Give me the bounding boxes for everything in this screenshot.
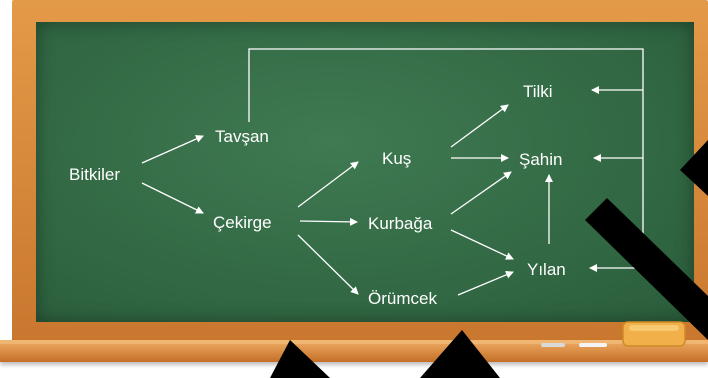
chalk-ledge-top	[0, 340, 708, 346]
edge-kus-tilki	[450, 104, 509, 148]
chalk-eraser-top	[629, 325, 679, 331]
watermark-stripe-4	[420, 330, 500, 378]
edge-tavsan-bracket	[248, 48, 644, 268]
edge-bitkiler-cekirge	[141, 182, 204, 214]
watermark-stripe-1	[585, 198, 708, 340]
edges-group	[141, 48, 644, 296]
edge-orumcek-yilan	[457, 271, 514, 296]
watermark-stripe-3	[270, 340, 330, 378]
node-tilki: Tilki	[523, 82, 553, 101]
edge-cekirge-kurbaga	[299, 217, 358, 226]
edge-cekirge-orumcek	[297, 234, 359, 295]
chalk-stick-icon-2	[579, 343, 607, 347]
watermark-stripe-2	[680, 140, 708, 196]
node-cekirge: Çekirge	[213, 213, 272, 232]
chalk-ledge	[0, 344, 708, 362]
chalkboard-surface	[36, 22, 694, 322]
edge-kurbaga-yilan	[450, 229, 514, 260]
edge-bitkiler-tavsan	[141, 135, 204, 164]
node-tavsan: Tavşan	[215, 127, 269, 146]
node-yilan: Yılan	[527, 260, 566, 279]
edge-kurbaga-sahin	[450, 171, 512, 215]
node-kus: Kuş	[382, 149, 411, 168]
node-orumcek: Örümcek	[368, 289, 437, 308]
edge-cekirge-kus	[297, 161, 359, 208]
node-sahin: Şahin	[519, 150, 562, 169]
node-kurbaga: Kurbağa	[368, 214, 433, 233]
chalk-stick-icon	[541, 343, 565, 347]
node-bitkiler: Bitkiler	[69, 165, 120, 184]
